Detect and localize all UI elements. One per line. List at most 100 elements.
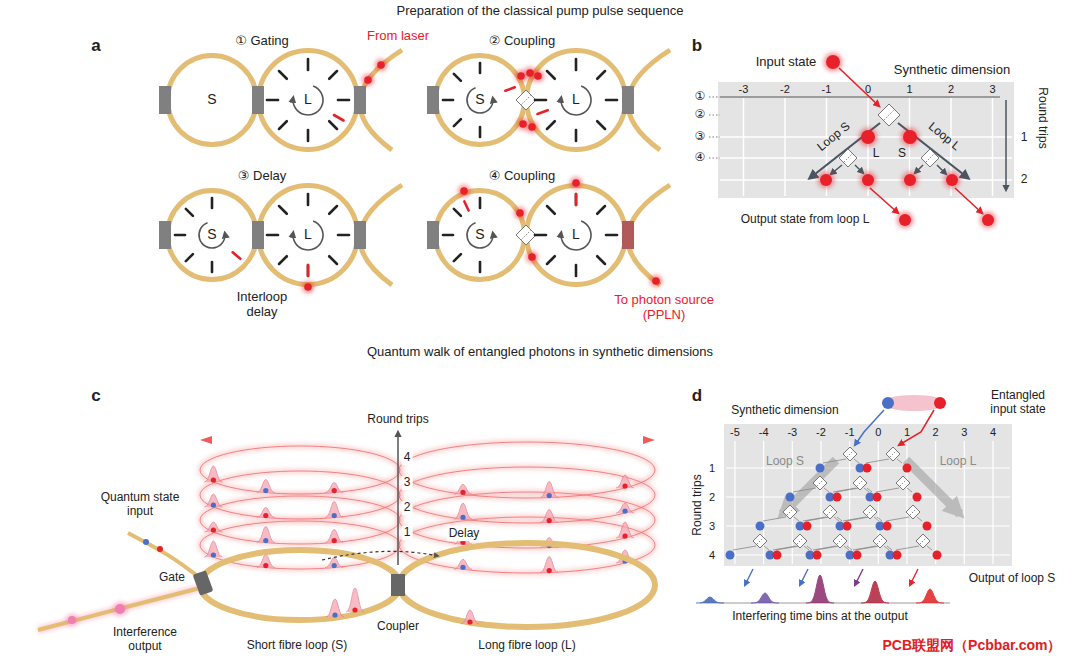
walk-line	[806, 517, 829, 521]
figure-title: Preparation of the classical pump pulse …	[397, 4, 684, 19]
grid-line	[992, 441, 993, 564]
photon-dot	[332, 563, 337, 568]
photon-dot	[143, 539, 149, 545]
pulse-glow	[302, 281, 315, 294]
photon-dot	[873, 493, 882, 502]
loop-letter: S	[475, 227, 484, 242]
beam-splitter	[783, 505, 797, 519]
axis-title: Synthetic dimension	[894, 63, 1010, 78]
pulse-dot	[862, 174, 874, 186]
time-bin-pulse	[204, 466, 222, 482]
time-bin-tick	[575, 194, 578, 205]
pulse-glow	[375, 59, 388, 72]
time-bin-tick	[479, 63, 482, 73]
walk-line	[776, 546, 799, 550]
walk-arrow	[831, 165, 842, 174]
photon-dot	[263, 488, 268, 493]
grid-line	[935, 441, 936, 564]
walk-line	[816, 546, 839, 550]
walk-line	[877, 517, 882, 521]
time-bin-pulse	[540, 482, 558, 498]
time-bin-tick	[547, 206, 555, 214]
arrow-label: Loop S	[815, 120, 853, 155]
light-pulse	[304, 283, 312, 291]
note: Input state	[756, 55, 817, 70]
time-bin-pulse	[346, 588, 364, 612]
loop-letter: L	[572, 227, 580, 242]
output-arrow	[800, 569, 808, 585]
pulse-glow	[860, 172, 877, 189]
light-pulse	[377, 61, 385, 69]
pulse-dot	[826, 55, 840, 69]
fibre-ring	[168, 191, 257, 280]
output-arrow	[910, 569, 918, 585]
step-label: ③ Delay	[238, 169, 287, 184]
photon-dot	[622, 483, 627, 488]
rotation-arrow	[467, 223, 493, 248]
time-bin-pulse	[454, 503, 472, 519]
beam-splitter	[813, 476, 827, 490]
arrow-label: Loop S	[766, 455, 804, 469]
round-trip-path	[200, 446, 400, 494]
part-name: Coupler	[377, 620, 419, 634]
splitter-plane	[890, 451, 896, 457]
photon-dot	[756, 522, 765, 531]
time-bin-tick	[575, 194, 578, 205]
walk-line	[856, 546, 879, 550]
callout-number: ①	[695, 90, 706, 104]
walk-line	[887, 546, 892, 550]
round-trip-path	[399, 442, 655, 498]
time-bin-pulse	[204, 541, 222, 557]
walk-line	[803, 517, 826, 521]
coupler	[252, 86, 264, 114]
walk-line	[773, 546, 796, 550]
grid-line	[726, 525, 1010, 526]
grid-ground	[718, 82, 1014, 198]
pulse-dot	[982, 214, 994, 226]
time-bin-tick	[606, 99, 617, 102]
splitter-plane	[926, 154, 934, 162]
photon-dot	[332, 513, 337, 518]
walk-arrow	[855, 165, 863, 173]
beam-splitter	[906, 505, 920, 519]
time-bin-tick	[211, 198, 214, 208]
time-bin-pulse	[257, 527, 275, 543]
time-bin-pulse	[616, 475, 634, 488]
time-bin-tick	[233, 252, 241, 258]
part-name: Short fibre loop (S)	[247, 639, 348, 653]
time-bin-tick	[479, 127, 482, 137]
fibre-loop: S	[433, 53, 527, 147]
axis-number: 2	[933, 426, 939, 439]
photon-dot	[263, 563, 268, 568]
time-bin-pulse	[540, 557, 558, 573]
time-bin-pulse	[204, 522, 222, 532]
axis-number: 1	[906, 83, 912, 96]
grid-line	[743, 98, 745, 196]
round-trip-glow	[399, 442, 655, 498]
axis-number: 1	[904, 426, 910, 439]
fibre-loop: S	[165, 53, 259, 147]
walk-line	[823, 459, 846, 463]
time-bin-pulse	[861, 581, 889, 603]
arrow-label: S	[898, 147, 906, 161]
time-bin-tick	[454, 119, 461, 126]
fibre-ring	[527, 51, 626, 150]
output-glow	[38, 588, 200, 630]
pulse-dot	[903, 130, 917, 144]
panel-letter: c	[91, 386, 100, 406]
axis-number: 4	[709, 549, 715, 562]
photon-dot	[863, 464, 872, 473]
light-pulse	[364, 76, 372, 84]
coupler	[354, 221, 366, 249]
axis-line	[720, 96, 1000, 97]
beam-splitter	[863, 505, 877, 519]
delay-arrow	[322, 551, 438, 560]
photon-dot	[786, 493, 795, 502]
time-bin-tick	[535, 99, 546, 102]
input-label: From laser	[367, 29, 429, 44]
axis-number: 4	[402, 451, 413, 465]
coupler	[427, 221, 439, 249]
callout-number: ④	[695, 151, 706, 165]
rotation-arrow	[561, 86, 591, 115]
